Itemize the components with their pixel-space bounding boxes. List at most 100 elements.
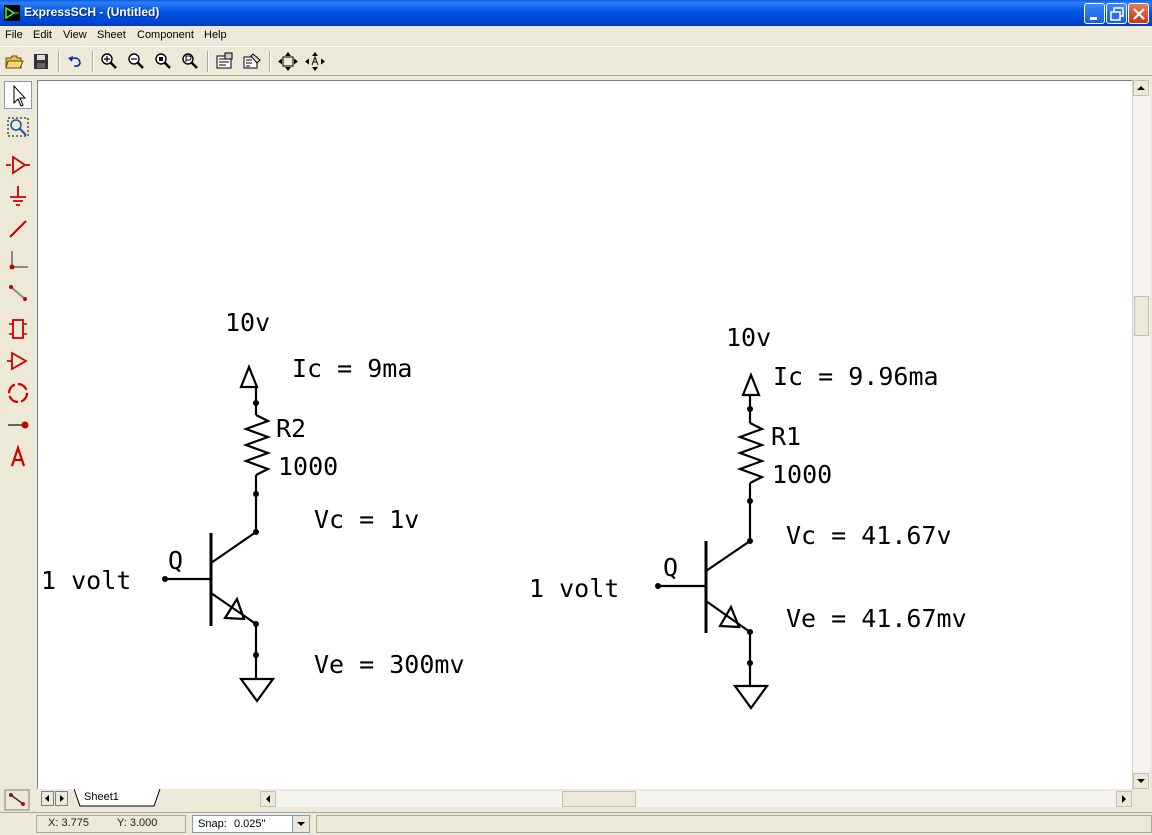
open-icon — [5, 55, 24, 69]
x-coordinate: X: 3.775 — [48, 817, 89, 829]
open-button[interactable] — [2, 50, 26, 73]
zoom-fit-icon — [182, 53, 198, 69]
y-coordinate: Y: 3.000 — [117, 817, 158, 829]
schematic-drawing: 10v Ic = 9ma R2 1000 Vc = 1v Q 1 volt Ve… — [41, 308, 967, 710]
menu-edit[interactable]: Edit — [33, 29, 52, 41]
buffer-icon — [7, 351, 28, 371]
tool-palette — [0, 79, 36, 789]
right-input-label: 1 volt — [529, 574, 619, 603]
pan-icon — [278, 52, 298, 71]
snap-dropdown[interactable]: Snap: 0.025" — [192, 815, 310, 833]
close-icon — [1133, 8, 1145, 20]
undo-button[interactable] — [63, 50, 87, 73]
snap-label: Snap: — [198, 818, 227, 830]
menu-help[interactable]: Help — [204, 29, 227, 41]
window-title: ExpressSCH - (Untitled) — [24, 5, 160, 19]
component-icon — [6, 155, 30, 175]
ground-right — [732, 684, 770, 710]
zoom-in-button[interactable] — [97, 50, 121, 73]
snap-grid-button[interactable] — [4, 789, 32, 811]
minimize-button[interactable] — [1084, 3, 1105, 24]
zoom-select-tool-button[interactable] — [4, 113, 32, 141]
ground-tool-button[interactable] — [4, 183, 32, 211]
buffer-tool-button[interactable] — [4, 347, 32, 375]
snap-dropdown-button[interactable] — [292, 816, 309, 832]
right-resistor-name: R1 — [771, 422, 801, 451]
zoom-out-icon — [128, 53, 144, 69]
text-tool-button[interactable] — [4, 443, 32, 471]
emitter-arrow-right — [718, 604, 741, 629]
scroll-right-button[interactable] — [1116, 791, 1132, 807]
right-ic-label: Ic = 9.96ma — [773, 362, 939, 391]
right-transistor-label: Q — [663, 553, 678, 582]
circle-tool-button[interactable] — [4, 379, 32, 407]
bus-entry-icon — [9, 285, 27, 301]
pan-button[interactable] — [276, 50, 300, 73]
zoom-fit-button[interactable] — [178, 50, 202, 73]
menu-sheet[interactable]: Sheet — [97, 29, 126, 41]
bus-tool-button[interactable] — [4, 247, 32, 275]
sheet-tab-bar: Sheet1 — [37, 789, 1132, 808]
component-editor-icon — [243, 53, 261, 69]
right-resistor-value: 1000 — [772, 460, 832, 489]
component-editor-button[interactable] — [240, 50, 264, 73]
ground-icon — [10, 186, 26, 206]
text-icon — [10, 444, 26, 467]
part-tool-button[interactable] — [4, 315, 32, 343]
vertical-scroll-thumb[interactable] — [1134, 296, 1149, 336]
arrow-right-icon — [60, 795, 64, 802]
left-resistor-name: R2 — [276, 414, 306, 443]
junction-icon — [8, 421, 29, 429]
bus-corner-icon — [9, 251, 28, 270]
arrow-up-icon — [1137, 86, 1145, 90]
left-supply-label: 10v — [225, 308, 270, 337]
wire-tool-button[interactable] — [4, 215, 32, 243]
snap-grid-icon — [4, 789, 30, 811]
right-circuit — [658, 372, 770, 710]
zoom-in-icon — [101, 53, 117, 69]
left-ic-label: Ic = 9ma — [292, 354, 412, 383]
tab-next-button[interactable] — [55, 791, 68, 806]
zoom-area-button[interactable] — [151, 50, 175, 73]
right-vc-label: Vc = 41.67v — [786, 521, 952, 550]
scroll-down-button[interactable] — [1133, 773, 1149, 789]
tab-shape — [74, 789, 161, 807]
schematic-canvas[interactable]: 10v Ic = 9ma R2 1000 Vc = 1v Q 1 volt Ve… — [37, 80, 1133, 789]
zoom-out-button[interactable] — [124, 50, 148, 73]
properties-button[interactable] — [213, 50, 237, 73]
save-button[interactable] — [29, 50, 53, 73]
junction-tool-button[interactable] — [4, 411, 32, 439]
horizontal-scroll-thumb[interactable] — [562, 791, 636, 807]
auto-pan-button[interactable] — [303, 50, 327, 73]
part-icon — [9, 319, 27, 339]
menu-view[interactable]: View — [63, 29, 87, 41]
scroll-left-button[interactable] — [260, 791, 276, 807]
resistor-r1 — [736, 422, 766, 484]
tab-prev-button[interactable] — [41, 791, 54, 806]
right-ve-label: Ve = 41.67mv — [786, 604, 967, 633]
left-ve-label: Ve = 300mv — [314, 650, 465, 679]
zoom-area-icon — [155, 53, 171, 69]
tab-sheet1[interactable]: Sheet1 — [74, 789, 161, 807]
bus-entry-tool-button[interactable] — [4, 279, 32, 307]
vertical-scrollbar[interactable] — [1132, 80, 1150, 789]
select-tool-button[interactable] — [4, 81, 32, 109]
save-icon — [34, 54, 48, 69]
close-button[interactable] — [1128, 3, 1149, 24]
snap-value: 0.025" — [234, 818, 266, 830]
toolbar — [0, 46, 1152, 76]
app-icon — [4, 5, 20, 21]
circle-icon — [7, 382, 29, 404]
menu-component[interactable]: Component — [137, 29, 194, 41]
restore-button[interactable] — [1106, 3, 1127, 24]
auto-pan-icon — [305, 52, 325, 71]
scroll-up-button[interactable] — [1133, 80, 1149, 96]
status-bar: X: 3.775 Y: 3.000 Snap: 0.025" — [0, 812, 1152, 835]
menu-file[interactable]: File — [5, 29, 23, 41]
component-tool-button[interactable] — [4, 151, 32, 179]
arrow-left-icon — [45, 795, 49, 802]
horizontal-scrollbar[interactable] — [276, 791, 1116, 807]
arrow-down-icon — [1137, 779, 1145, 783]
arrow-right-icon — [1122, 795, 1126, 803]
undo-icon — [68, 56, 81, 67]
